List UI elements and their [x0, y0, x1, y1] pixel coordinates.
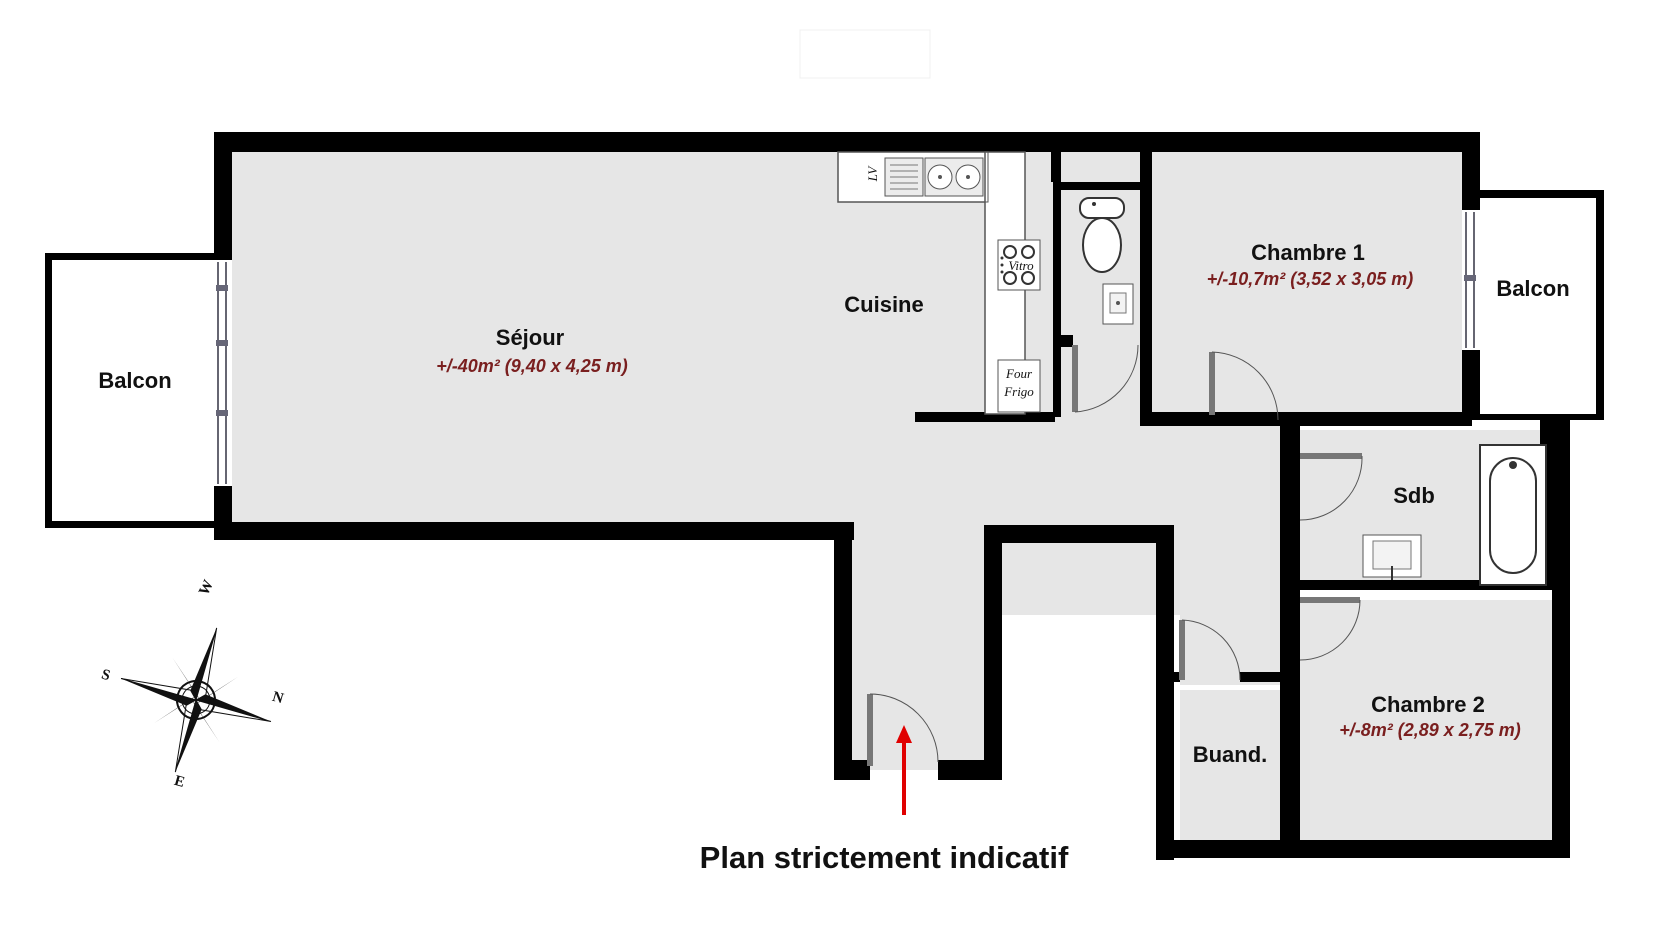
entry-arrow-icon: [896, 725, 912, 815]
balcon-right-name: Balcon: [1496, 276, 1569, 301]
bathtub-icon: [1479, 444, 1547, 586]
compass-w: W: [196, 578, 217, 598]
sdb-name: Sdb: [1393, 483, 1435, 508]
compass-s: S: [99, 667, 111, 685]
sink-icon: [884, 157, 984, 197]
blank-frame: [799, 29, 931, 79]
chambre2-name: Chambre 2: [1371, 692, 1485, 717]
chambre1-name: Chambre 1: [1251, 240, 1365, 265]
four-label: Four: [1005, 366, 1033, 381]
sejour-area: +/-40m² (9,40 x 4,25 m): [436, 356, 628, 376]
cuisine-name: Cuisine: [844, 292, 923, 317]
sdb-washbasin-icon: [1362, 534, 1422, 580]
window-right: [1462, 210, 1480, 350]
compass-e: E: [172, 773, 186, 791]
buanderie-name: Buand.: [1193, 742, 1268, 767]
compass-n: N: [270, 689, 285, 707]
stove-icon: [997, 239, 1041, 291]
toilet-icon: [1079, 197, 1125, 273]
doors: [867, 344, 1363, 766]
floor-areas: [50, 150, 1600, 840]
chambre1-area: +/-10,7m² (3,52 x 3,05 m): [1207, 269, 1414, 289]
walls: [45, 132, 1604, 860]
sejour-name: Séjour: [496, 325, 565, 350]
frigo-label: Frigo: [1003, 384, 1034, 399]
compass-rose-icon: [120, 627, 272, 773]
plan-caption: Plan strictement indicatif: [700, 840, 1069, 875]
lv-label: LV: [865, 165, 880, 183]
wc-washbasin-icon: [1102, 283, 1134, 325]
chambre2-area: +/-8m² (2,89 x 2,75 m): [1339, 720, 1521, 740]
vitro-label: Vitro: [1008, 258, 1034, 273]
balcon-left-name: Balcon: [98, 368, 171, 393]
window-left: [214, 260, 232, 486]
oven-fridge-unit: [997, 359, 1041, 413]
